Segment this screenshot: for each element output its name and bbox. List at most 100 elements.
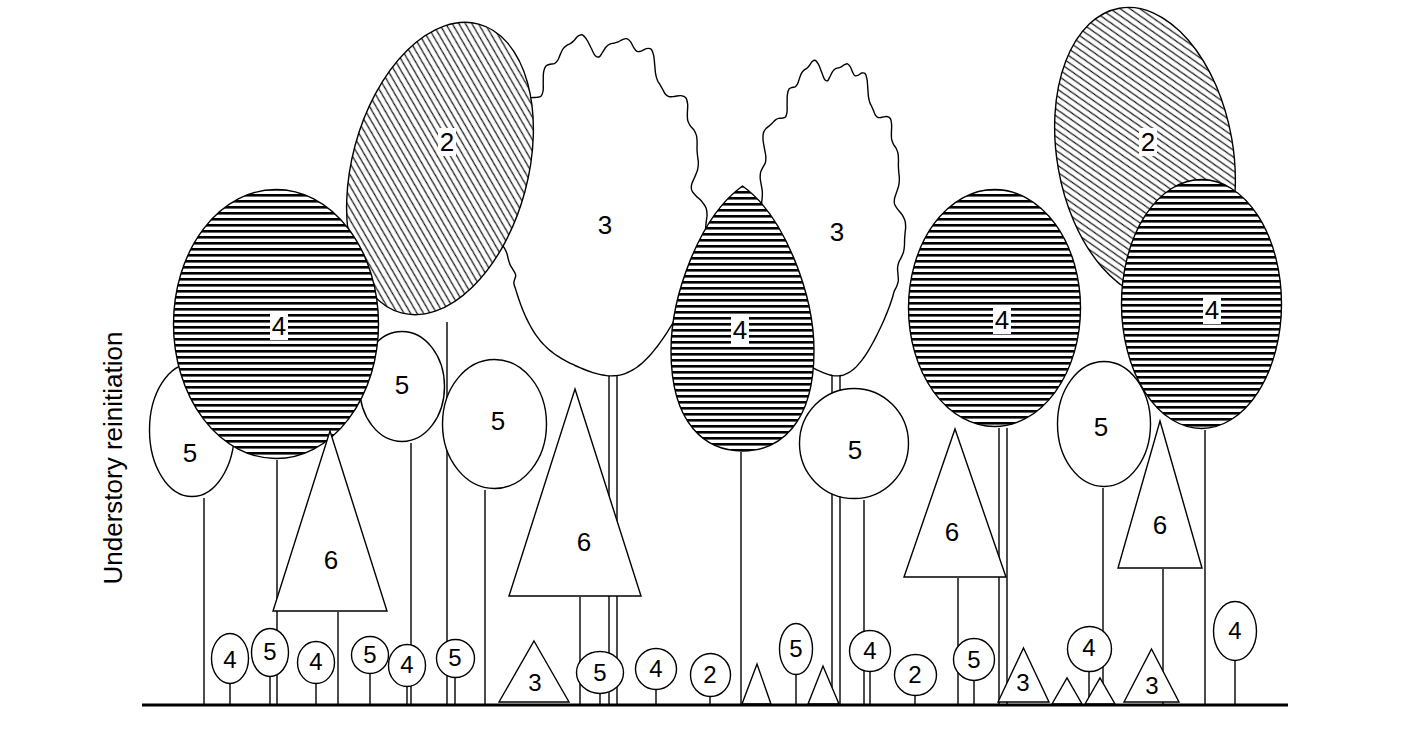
tree-crown: 4 xyxy=(296,640,336,685)
crown-ground xyxy=(389,645,426,687)
crown-number: 2 xyxy=(703,663,716,687)
crown-ground xyxy=(174,190,379,459)
tree-stem xyxy=(203,498,204,705)
crown-number: 5 xyxy=(1094,414,1108,440)
crown-ground xyxy=(895,655,937,696)
tree-stem xyxy=(315,684,316,705)
conifer-crown: 3 xyxy=(997,647,1050,703)
tree-stem xyxy=(957,578,958,705)
crown-number: 5 xyxy=(363,643,376,667)
crown-number: 2 xyxy=(438,128,456,156)
tree-crown: 4 xyxy=(670,185,815,452)
crown-number: 4 xyxy=(731,316,749,344)
crown-number: 2 xyxy=(1139,128,1157,156)
crown-shape xyxy=(1214,602,1257,661)
crown-shape xyxy=(671,186,814,451)
crown-number: 6 xyxy=(577,529,591,555)
crown-shape xyxy=(273,431,387,611)
crown-ground xyxy=(904,429,1006,577)
crown-outline xyxy=(1117,420,1203,569)
crown-shape xyxy=(1068,627,1112,672)
crown-number: 4 xyxy=(863,639,876,663)
crown-shape xyxy=(691,654,731,697)
tree-stem xyxy=(1204,430,1205,705)
crown-shape xyxy=(437,640,475,678)
crown-ground xyxy=(909,190,1081,427)
tree-crown: 5 xyxy=(952,637,996,682)
seedling-triangle xyxy=(808,666,839,704)
crown-number: 6 xyxy=(324,547,338,573)
crown-outline xyxy=(1120,178,1283,430)
crown-number: 3 xyxy=(598,212,612,238)
crown-shape xyxy=(1058,362,1151,487)
tree-crown: 4 xyxy=(848,629,892,673)
tree-crown: 5 xyxy=(250,627,290,678)
crown-ground xyxy=(273,431,387,611)
crown-number: 3 xyxy=(1016,671,1029,695)
tree-crown: 4 xyxy=(634,647,678,691)
crown-ground xyxy=(1118,421,1202,568)
crown-number: 4 xyxy=(1082,636,1095,660)
crown-outline xyxy=(508,388,642,597)
conifer-crown: 3 xyxy=(498,640,570,703)
ground-line xyxy=(142,704,1288,707)
crown-ground xyxy=(691,654,731,697)
tree-crown: 5 xyxy=(575,650,625,695)
conifer-crown: 3 xyxy=(1123,648,1180,703)
tree-crown: 5 xyxy=(435,638,476,679)
crown-number: 6 xyxy=(945,519,959,545)
tree-stem xyxy=(369,674,370,705)
crown-shape xyxy=(895,655,937,696)
crown-number: 5 xyxy=(395,372,409,398)
tree-stem xyxy=(599,694,600,705)
crown-shape xyxy=(1122,180,1282,429)
crown-shape xyxy=(850,631,891,672)
crown-ground xyxy=(954,639,995,681)
tree-stem xyxy=(337,612,338,705)
tree-crown: 4 xyxy=(172,188,380,460)
tree-crown: 4 xyxy=(1120,178,1283,430)
tree-crown: 5 xyxy=(798,387,910,500)
crown-shape xyxy=(252,629,289,677)
crown-ground xyxy=(577,652,624,694)
tree-stem xyxy=(655,690,656,705)
tree-stem xyxy=(795,675,796,705)
crown-number: 3 xyxy=(830,219,844,245)
crown-shape xyxy=(389,645,426,687)
crown-outline xyxy=(272,430,388,612)
crown-number: 5 xyxy=(491,408,505,434)
crown-ground xyxy=(1068,627,1112,672)
crown-ground xyxy=(1122,180,1282,429)
tree-stem xyxy=(1102,488,1103,705)
tree-stem xyxy=(1234,661,1235,705)
tree-stem xyxy=(269,677,270,705)
crown-ground xyxy=(850,631,891,672)
tree-crown: 4 xyxy=(387,643,427,688)
crown-number: 5 xyxy=(848,437,862,463)
crown-number: 4 xyxy=(400,653,413,677)
seedling-triangle xyxy=(742,664,771,704)
tree-stem xyxy=(406,687,407,705)
tree-crown: 5 xyxy=(778,622,814,676)
crown-ground xyxy=(509,389,641,596)
crown-shape xyxy=(954,639,995,681)
conifer-crown: 6 xyxy=(1117,420,1203,569)
crown-shape xyxy=(499,641,569,702)
crown-ground xyxy=(437,640,475,678)
crown-outline xyxy=(903,428,1007,578)
crown-ground xyxy=(636,649,677,690)
tree-crown: 4 xyxy=(907,188,1082,428)
tree-stem xyxy=(863,500,864,705)
crown-shape xyxy=(800,389,909,499)
crown-shape xyxy=(443,360,547,489)
tree-stem xyxy=(869,672,870,705)
tree-stem xyxy=(454,678,455,705)
crown-number: 4 xyxy=(223,648,236,672)
crown-shape xyxy=(909,190,1081,427)
tree-stem xyxy=(973,681,974,705)
tree-stem xyxy=(1006,428,1007,705)
crown-number: 5 xyxy=(789,637,802,661)
crown-number: 5 xyxy=(967,648,980,672)
crown-ground xyxy=(800,389,909,499)
conifer-crown: 6 xyxy=(272,430,388,612)
